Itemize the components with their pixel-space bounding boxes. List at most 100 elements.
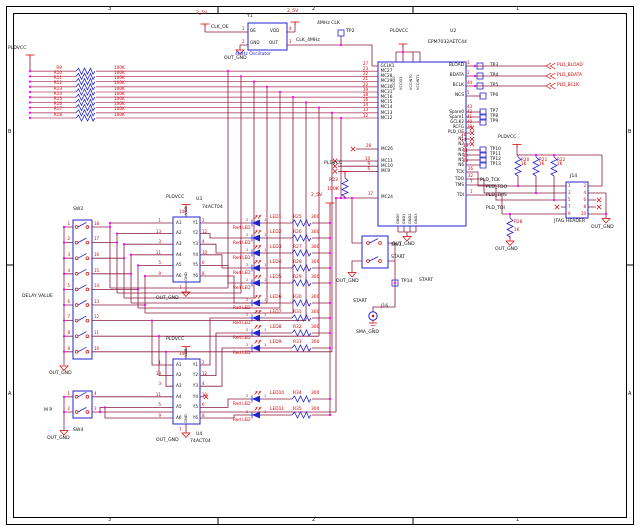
resistor-value: 300: [311, 230, 320, 235]
zone-label: A: [8, 391, 12, 397]
resistor-value: 300: [311, 325, 320, 330]
pin-name: VCCINT1: [416, 74, 420, 90]
pin-number: 3: [467, 60, 470, 65]
jtag-header-body[interactable]: [565, 181, 589, 219]
pin-number: 2: [246, 328, 249, 333]
pin-name: GND0: [396, 213, 400, 224]
pin-number: 44: [467, 80, 473, 85]
pin-name: A6: [176, 272, 182, 278]
ground-net-label: OUT_GND: [156, 296, 179, 301]
zone-label: 2: [312, 517, 316, 523]
resistor-value: 100K: [114, 85, 125, 91]
pin-number: 30: [462, 153, 468, 158]
pin-number: 21: [362, 76, 368, 82]
pin-name: TCK: [456, 169, 464, 174]
net-label-pld-tck: PLD_TCK: [480, 177, 500, 183]
net-label-pld-tdo: PLD_TDO: [486, 185, 508, 191]
offpage-net-label: PLD_BLOAD: [557, 62, 583, 68]
switch-sw4-body[interactable]: [72, 390, 93, 419]
pin-number: 1: [158, 359, 161, 365]
net-label-start: START: [353, 298, 368, 304]
net-label-start: START: [419, 278, 434, 283]
pin-name: RCFG: [452, 123, 464, 129]
pin-number: 8: [202, 270, 205, 276]
pin-number: 28: [366, 143, 372, 148]
pin-number: 6: [583, 197, 586, 203]
pin-number: 8: [67, 329, 70, 335]
cpld-u2-body[interactable]: [377, 61, 467, 227]
resistor-ref: R15: [53, 96, 62, 101]
pin-number: 2: [67, 236, 70, 242]
pin-number: 20: [362, 81, 368, 87]
pin-number: 36: [460, 132, 466, 137]
led-name: Red LED: [233, 239, 251, 245]
u2-ref: U2: [450, 29, 457, 34]
pin-number: 1: [264, 394, 267, 399]
resistor-ref: R17: [53, 106, 62, 112]
pin-name: TDI: [456, 192, 464, 197]
switch-sw3-body[interactable]: [361, 235, 389, 269]
pin-number: 9: [367, 160, 370, 166]
pin-number: 10: [94, 345, 100, 351]
oscillator-body[interactable]: [247, 22, 288, 51]
led-ref: LED6: [270, 295, 282, 300]
sma-center-pin: [371, 314, 375, 318]
pin-number: 5: [158, 402, 161, 408]
u4-ref: U4: [196, 431, 203, 437]
pin-number: 2: [246, 298, 249, 303]
pin-number: 13: [362, 107, 368, 113]
resistor-ref: R27: [293, 245, 302, 250]
resistor-ref: R31: [293, 310, 302, 315]
j14-title: JTAG HEADER: [554, 219, 586, 224]
testpoint-label: TP2: [346, 29, 355, 34]
resistor-ref: R33: [293, 340, 302, 345]
osc-pin-out: OUT: [269, 40, 278, 45]
ground-net-label: SMA_GND: [356, 330, 379, 335]
power-net-label: PLDVCC: [324, 161, 343, 166]
led-ref: LED10: [270, 391, 285, 396]
j16-ref: J16: [381, 303, 389, 309]
pin-name: MC27: [380, 68, 393, 74]
pin-number: 2: [246, 248, 249, 253]
dip-switch-sw2-body[interactable]: [72, 219, 93, 360]
ground-net-label: OUT_GND: [336, 279, 359, 284]
pin-number: 18: [94, 220, 100, 226]
pin-name: Spare0: [449, 108, 464, 114]
pin-number: 23: [362, 65, 368, 71]
pin-number: 9: [568, 211, 571, 217]
pin-number: 2: [67, 406, 70, 412]
resistor-value: 300: [311, 295, 320, 300]
pin-number: 3: [67, 251, 70, 257]
pin-name: Y6: [192, 272, 198, 278]
resistor-ref: R20: [521, 156, 530, 162]
net-label-clk-4mhz: CLK_4MHz: [296, 38, 320, 43]
pin-name: NCS: [454, 92, 464, 98]
resistor-ref: R13: [53, 85, 62, 91]
pin-name: A3: [176, 383, 182, 389]
pin-number: 10: [580, 211, 586, 217]
inverter-u3-body[interactable]: [172, 216, 201, 283]
pin-number: 10: [364, 155, 370, 161]
pin-number: 17: [94, 236, 100, 242]
resistor-ref: R34: [293, 391, 302, 396]
pin-number: 12: [94, 314, 100, 320]
pin-number: 13: [94, 298, 100, 304]
pullup-bus-wires: [30, 70, 378, 119]
inverter-u4-body[interactable]: [172, 358, 201, 425]
pin-number: 7: [179, 426, 182, 432]
pin-number: 1: [264, 248, 267, 253]
pin-name: A2: [176, 230, 182, 236]
resistor-ref: R12: [53, 80, 62, 86]
pin-number: 3: [158, 381, 161, 387]
resistor-ref: R22: [557, 156, 566, 162]
testpoint-label: TP6: [490, 92, 499, 98]
